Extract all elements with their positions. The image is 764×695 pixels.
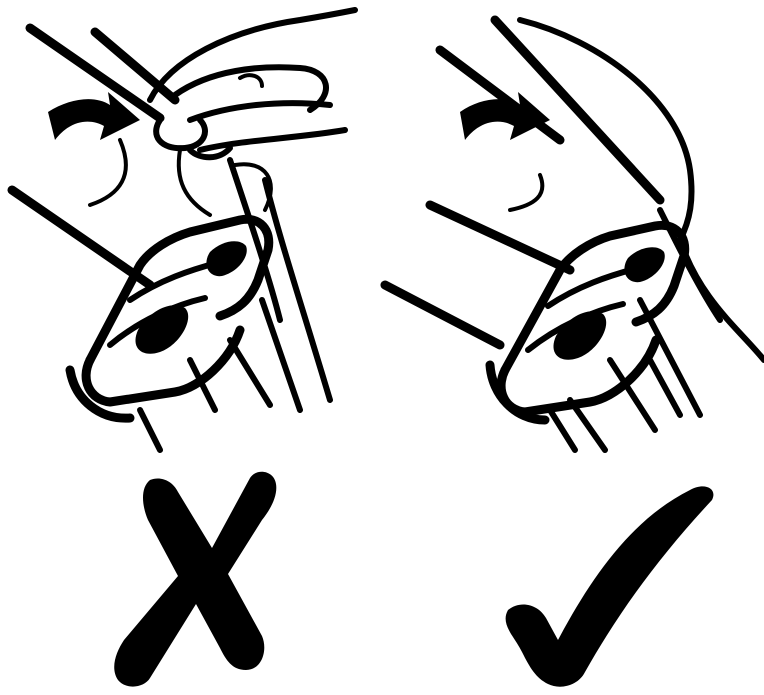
rotate-arrow-right (460, 92, 550, 210)
hand-left (150, 10, 355, 215)
check-mark-icon (506, 486, 714, 686)
panel-correct (385, 20, 764, 687)
cross-mark-icon (114, 472, 276, 687)
strap-lines-right (385, 20, 764, 450)
rotate-arrow-left (48, 92, 140, 205)
panel-incorrect (12, 10, 355, 687)
buckle-right (490, 225, 685, 420)
